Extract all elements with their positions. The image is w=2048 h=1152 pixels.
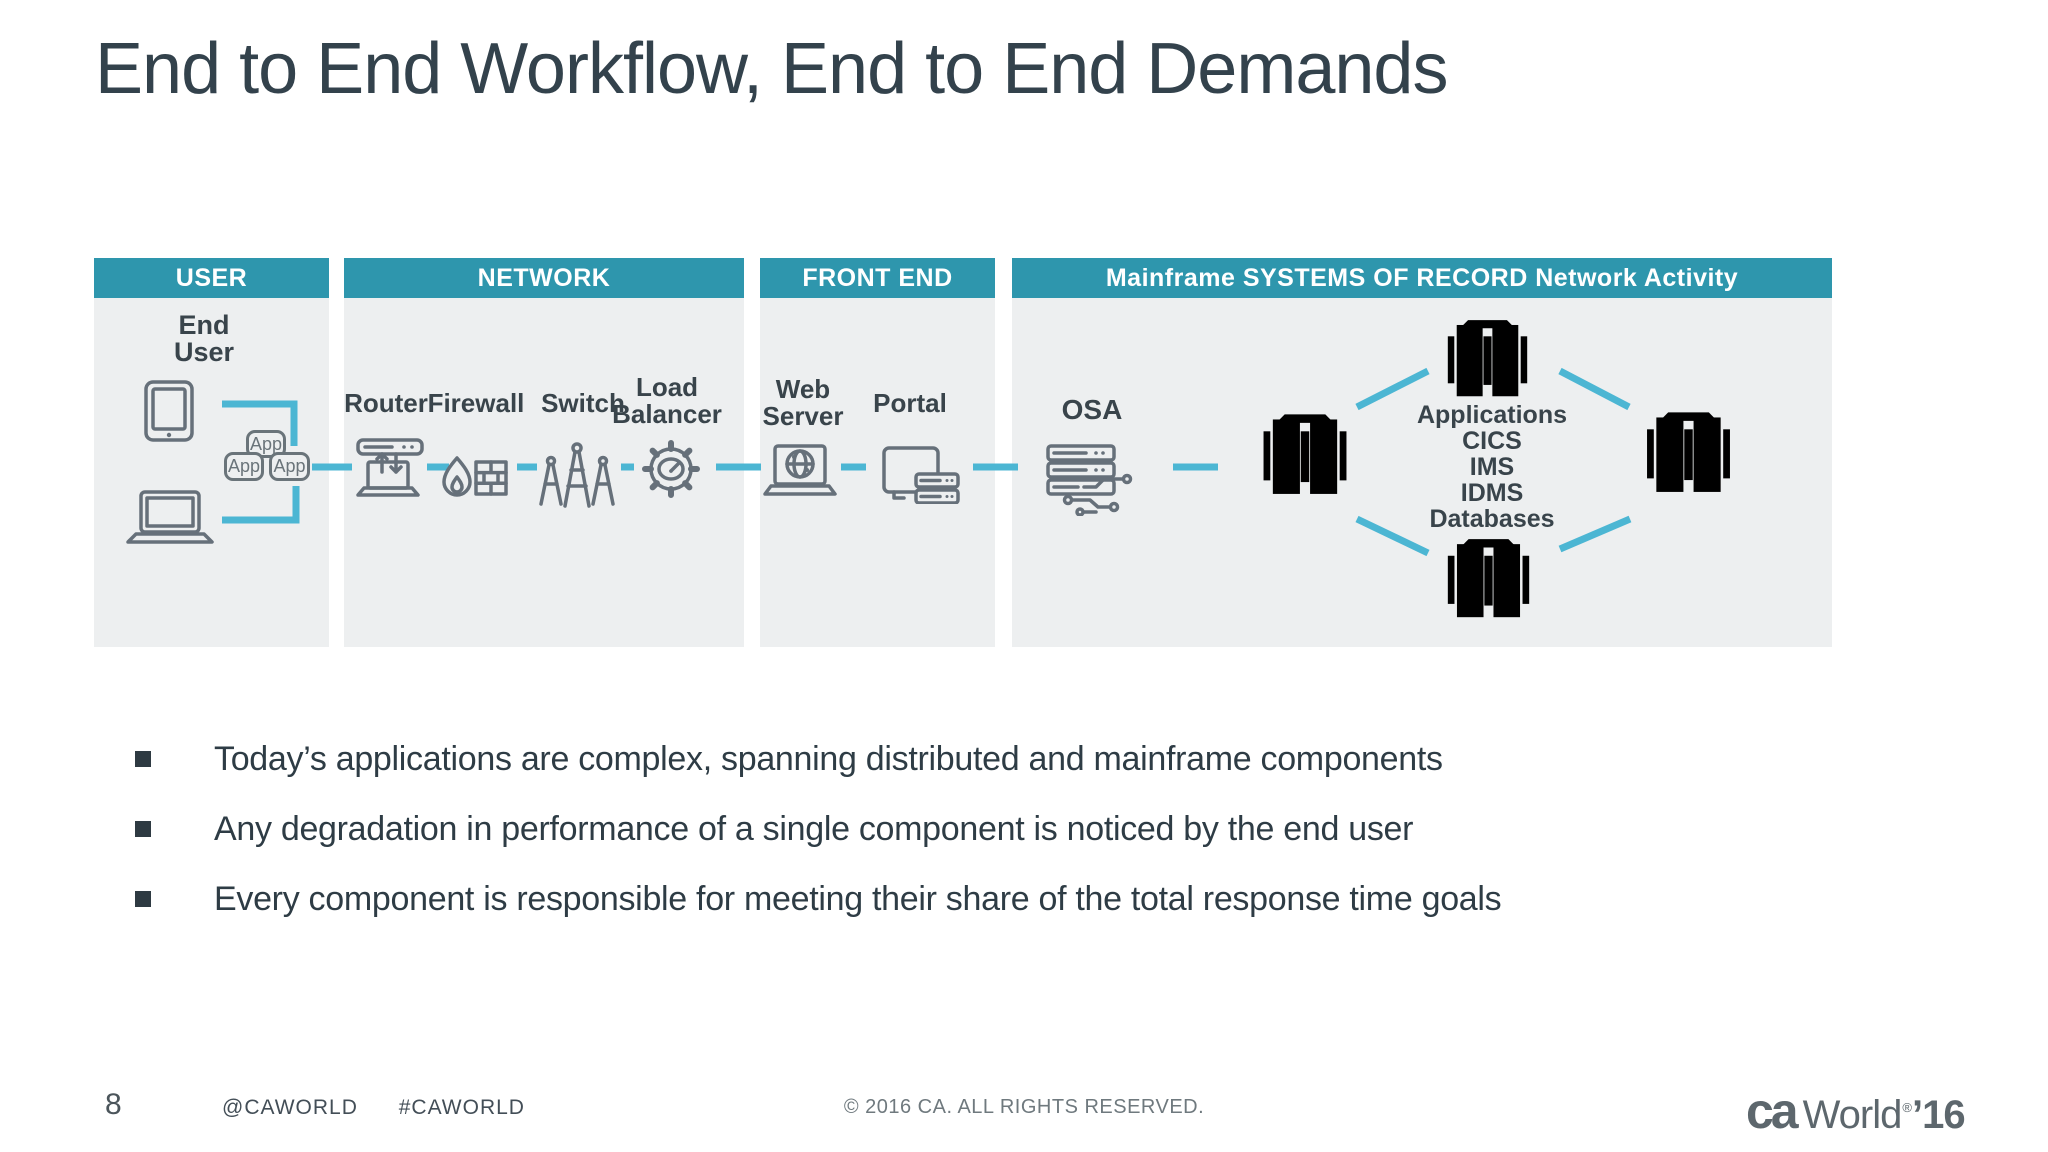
bullet-item: Every component is responsible for meeti… — [135, 882, 1935, 916]
end-user-label: End User — [173, 310, 235, 367]
panel-mainframe-header: Mainframe SYSTEMS OF RECORD Network Acti… — [1012, 258, 1832, 298]
firewall-icon — [442, 456, 508, 497]
switch-label: Switch — [541, 388, 625, 418]
bullet-square-icon — [135, 751, 151, 767]
osa-server-icon — [1046, 444, 1133, 516]
ca-world-logo: ca World ® ’16 — [1746, 1082, 1966, 1140]
laptop-icon — [126, 490, 214, 544]
panel-network: NETWORK — [344, 258, 744, 647]
bullet-square-icon — [135, 891, 151, 907]
web-server-label: Web Server — [762, 374, 844, 431]
panel-network-header: NETWORK — [344, 258, 744, 298]
registered-mark: ® — [1902, 1100, 1912, 1115]
panel-frontend: FRONT END — [760, 258, 995, 647]
firewall-label: Firewall — [427, 388, 525, 418]
logo-year: ’16 — [1911, 1093, 1966, 1137]
slide-title: End to End Workflow, End to End Demands — [95, 29, 1448, 109]
world-logo-text: World — [1802, 1093, 1903, 1137]
footer-social: @CAWORLD #CAWORLD — [222, 1096, 559, 1120]
mainframe-icon — [1647, 412, 1730, 492]
bullet-text: Today’s applications are complex, spanni… — [214, 740, 1443, 778]
switch-icon — [539, 442, 615, 508]
hashtag: #CAWORLD — [398, 1096, 525, 1119]
page-number: 8 — [105, 1088, 122, 1121]
web-server-icon — [763, 444, 837, 496]
mainframe-icon — [1447, 539, 1530, 618]
tablet-icon — [144, 380, 194, 442]
bullet-square-icon — [135, 821, 151, 837]
bullet-list: Today’s applications are complex, spanni… — [135, 742, 1935, 952]
panel-frontend-header: FRONT END — [760, 258, 995, 298]
bullet-text: Every component is responsible for meeti… — [214, 880, 1502, 918]
panel-user-header: USER — [94, 258, 329, 298]
app-box: App — [269, 452, 310, 481]
mainframe-systems-label: Applications CICS IMS IDMS Databases — [1416, 401, 1567, 533]
portal-icon — [882, 446, 960, 504]
copyright-notice: © 2016 CA. ALL RIGHTS RESERVED. — [843, 1096, 1205, 1118]
router-label: Router — [344, 388, 428, 418]
mainframe-icon — [1263, 414, 1347, 494]
osa-label: OSA — [1061, 394, 1123, 425]
twitter-handle: @CAWORLD — [222, 1096, 358, 1119]
bullet-text: Any degradation in performance of a sing… — [214, 810, 1414, 848]
mainframe-icon — [1447, 320, 1528, 397]
load-balancer-label: Load Balancer — [612, 372, 722, 429]
portal-label: Portal — [873, 388, 947, 418]
ca-logo-text: ca — [1746, 1083, 1799, 1139]
bullet-item: Today’s applications are complex, spanni… — [135, 742, 1935, 776]
router-icon — [356, 438, 424, 497]
bullet-item: Any degradation in performance of a sing… — [135, 812, 1935, 846]
app-box: App — [224, 452, 264, 481]
load-balancer-icon — [642, 440, 700, 498]
